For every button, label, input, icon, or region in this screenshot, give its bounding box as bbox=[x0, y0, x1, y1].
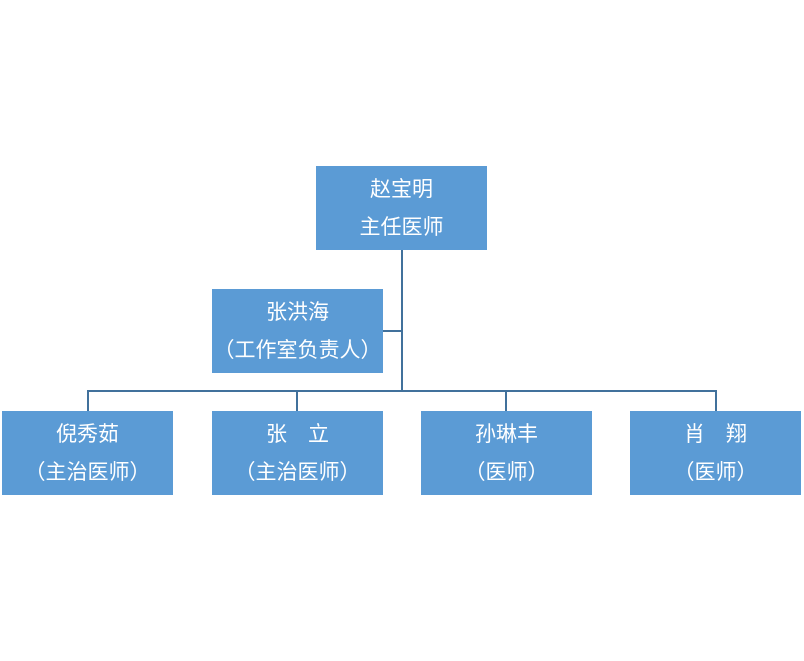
root-node: 赵宝明 主任医师 bbox=[316, 166, 487, 250]
connector-member-3-drop bbox=[505, 390, 507, 411]
connector-root-trunk bbox=[401, 250, 403, 392]
root-name: 赵宝明 bbox=[370, 177, 433, 201]
member-name: 张 立 bbox=[266, 422, 329, 446]
member-node: 张 立 （主治医师） bbox=[212, 411, 383, 495]
member-name: 倪秀茹 bbox=[56, 422, 119, 446]
member-node: 孙琳丰 （医师） bbox=[421, 411, 592, 495]
connector-member-2-drop bbox=[296, 390, 298, 411]
connector-member-4-drop bbox=[715, 390, 717, 411]
member-title: （医师） bbox=[464, 460, 549, 484]
connector-assistant-branch bbox=[383, 330, 402, 332]
assistant-name: 张洪海 bbox=[266, 300, 329, 324]
assistant-title: （工作室负责人） bbox=[213, 338, 382, 362]
member-title: （医师） bbox=[673, 460, 758, 484]
member-node: 肖 翔 （医师） bbox=[630, 411, 801, 495]
connector-member-1-drop bbox=[87, 390, 89, 411]
member-node: 倪秀茹 （主治医师） bbox=[2, 411, 173, 495]
root-title: 主任医师 bbox=[359, 215, 444, 239]
member-name: 肖 翔 bbox=[684, 422, 747, 446]
assistant-node: 张洪海 （工作室负责人） bbox=[212, 289, 383, 373]
member-name: 孙琳丰 bbox=[475, 422, 538, 446]
connector-members-horizontal bbox=[87, 390, 717, 392]
member-title: （主治医师） bbox=[24, 460, 151, 484]
member-title: （主治医师） bbox=[234, 460, 361, 484]
